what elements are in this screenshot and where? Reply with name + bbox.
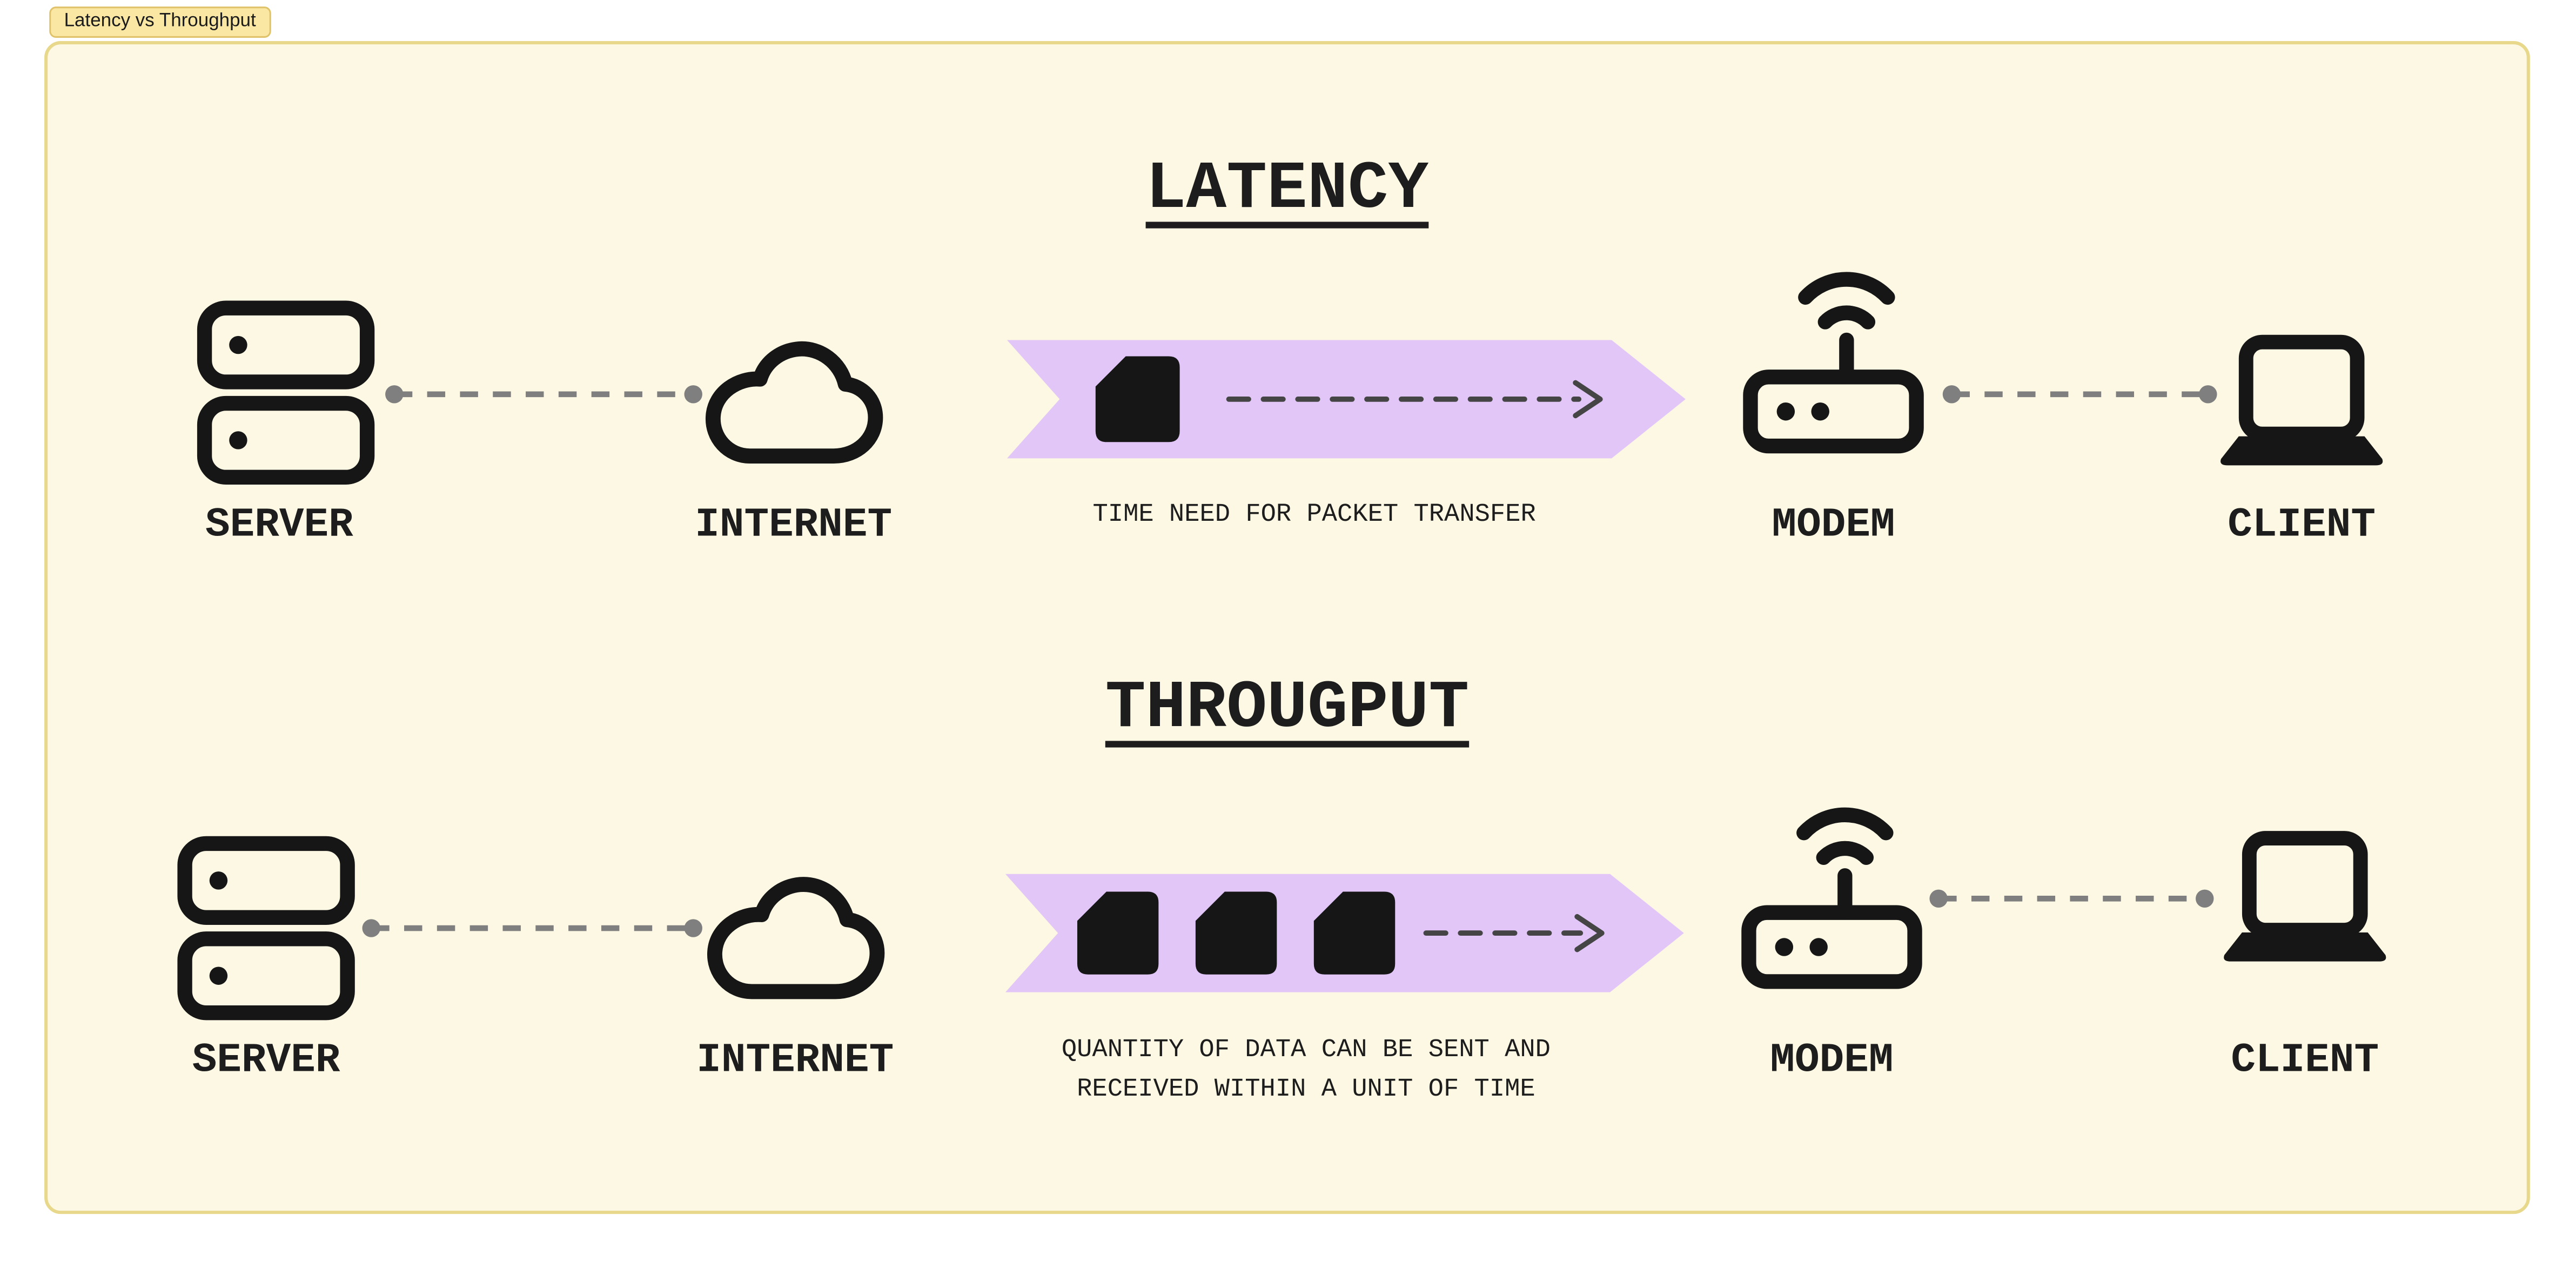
internet-cloud-icon [703, 866, 887, 1008]
caption-line-1: QUANTITY OF DATA CAN BE SENT AND [1061, 1035, 1551, 1065]
latency-arrow-banner [1007, 340, 1686, 459]
internet-cloud-icon [701, 330, 886, 472]
node-label-internet: INTERNET [696, 1036, 894, 1084]
diagram-frame [44, 41, 2530, 1214]
server-icon [174, 835, 358, 1022]
node-label-client: CLIENT [2228, 501, 2376, 549]
frame-name-badge[interactable]: Latency vs Throughput [49, 6, 271, 38]
connector-line [362, 919, 702, 937]
dashed-arrow-icon [1226, 380, 1603, 419]
connector-line [1929, 889, 2214, 908]
throughput-caption: QUANTITY OF DATA CAN BE SENT AND RECEIVE… [977, 1030, 1634, 1109]
node-label-modem: MODEM [1772, 501, 1895, 549]
modem-icon [1741, 271, 1926, 455]
section-title-latency: LATENCY [1145, 152, 1429, 229]
throughput-arrow-banner [1005, 874, 1684, 992]
node-label-server: SERVER [205, 501, 353, 549]
section-title-throughput: THROUGPUT [1105, 672, 1470, 748]
caption-line-2: RECEIVED WITHIN A UNIT OF TIME [1077, 1074, 1535, 1104]
node-label-internet: INTERNET [695, 501, 893, 549]
node-label-modem: MODEM [1770, 1036, 1894, 1084]
dashed-arrow-icon [1423, 914, 1605, 952]
latency-caption: TIME NEED FOR PACKET TRANSFER [1092, 499, 1536, 529]
server-icon [194, 299, 378, 486]
client-laptop-icon [2221, 828, 2389, 973]
modem-icon [1740, 807, 1924, 991]
connector-line [1942, 385, 2217, 404]
node-label-server: SERVER [192, 1036, 340, 1084]
node-label-client: CLIENT [2231, 1036, 2379, 1084]
client-laptop-icon [2218, 332, 2385, 476]
connector-line [385, 385, 702, 404]
